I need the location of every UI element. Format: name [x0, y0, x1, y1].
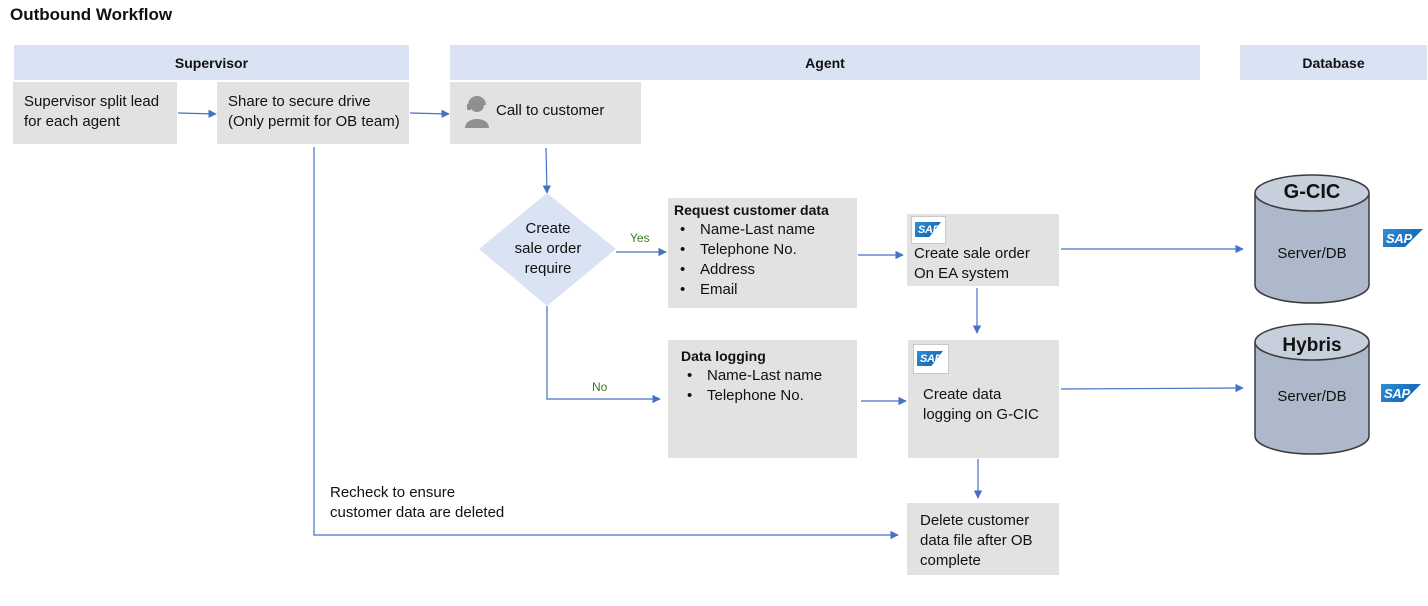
lane-agent-header: Agent: [450, 45, 1200, 80]
arrow-share-to-call: [409, 109, 450, 119]
step-text: complete: [920, 552, 981, 569]
arrow-recheck: [313, 147, 899, 540]
step-text: (Only permit for OB team): [228, 113, 400, 130]
lane-label: Database: [1302, 54, 1365, 71]
step-heading: Data logging: [681, 348, 766, 364]
step-text: Call to customer: [496, 102, 605, 119]
decision-text: Create: [525, 220, 571, 237]
lane-database-header: Database: [1240, 45, 1427, 80]
list-item: Telephone No.: [680, 240, 857, 260]
branch-yes-label: Yes: [630, 231, 650, 245]
list-item: Telephone No.: [687, 386, 857, 406]
arrow-create-to-hybris: [1060, 383, 1244, 393]
step-call-customer: Call to customer: [450, 82, 641, 144]
sap-logo-icon: SAP: [917, 351, 943, 366]
decision-diamond: [479, 193, 616, 306]
sap-logo-tile: SAP: [911, 216, 946, 244]
decision-text: require: [524, 260, 572, 277]
database-cylinder-gcic: [1254, 174, 1370, 304]
page-title: Outbound Workflow: [10, 5, 173, 24]
sap-logo-tile: SAP: [913, 344, 949, 374]
step-text: Create sale order: [914, 245, 1030, 262]
step-data-logging: Data logging Name-Last name Telephone No…: [668, 340, 857, 458]
request-data-list: Name-Last name Telephone No. Address Ema…: [674, 220, 857, 300]
lane-label: Supervisor: [174, 54, 249, 71]
database-sub-hybris: Server/DB: [1277, 388, 1347, 405]
decision-label: Create sale order require: [506, 219, 590, 279]
database-name-hybris: Hybris: [1282, 335, 1342, 356]
lane-label: Agent: [805, 54, 845, 71]
branch-no-label: No: [592, 380, 608, 394]
arrow-call-to-decision: [542, 147, 552, 194]
step-text: On EA system: [914, 265, 1010, 282]
step-heading: Request customer data: [674, 202, 829, 218]
database-name-gcic: G-CIC: [1283, 181, 1341, 203]
step-text: Share to secure drive: [228, 93, 371, 110]
data-logging-list: Name-Last name Telephone No.: [681, 366, 857, 406]
step-split-lead: Supervisor split lead for each agent: [13, 82, 177, 144]
arrow-no: [546, 306, 661, 404]
decision-text: sale order: [514, 240, 582, 257]
step-create-sale-order: SAP Create sale order On EA system: [907, 214, 1059, 286]
lane-supervisor-header: Supervisor: [14, 45, 409, 80]
step-request-data: Request customer data Name-Last name Tel…: [668, 198, 857, 308]
arrow-split-to-share: [177, 109, 217, 118]
step-text: Delete customer: [920, 512, 1030, 529]
step-delete-file: Delete customer data file after OB compl…: [907, 503, 1059, 575]
list-item: Name-Last name: [680, 220, 857, 240]
note-text: Recheck to ensure: [330, 484, 456, 501]
recheck-note: Recheck to ensure customer data are dele…: [330, 483, 504, 523]
sap-logo-icon: SAP: [915, 222, 941, 237]
note-text: customer data are deleted: [330, 504, 505, 521]
list-item: Name-Last name: [687, 366, 857, 386]
step-share-drive: Share to secure drive (Only permit for O…: [217, 82, 409, 144]
list-item: Email: [680, 280, 857, 300]
step-text: logging on G-CIC: [923, 406, 1039, 423]
list-item: Address: [680, 260, 857, 280]
step-create-data-logging: SAP Create data logging on G-CIC: [908, 340, 1059, 458]
step-text: for each agent: [24, 113, 120, 130]
step-text: Create data: [923, 386, 1002, 403]
step-text: data file after OB: [920, 532, 1033, 549]
agent-headset-icon: [465, 96, 489, 128]
step-text: Supervisor split lead: [24, 93, 160, 110]
database-cylinder-hybris: [1254, 323, 1370, 455]
database-sub-gcic: Server/DB: [1277, 245, 1347, 262]
